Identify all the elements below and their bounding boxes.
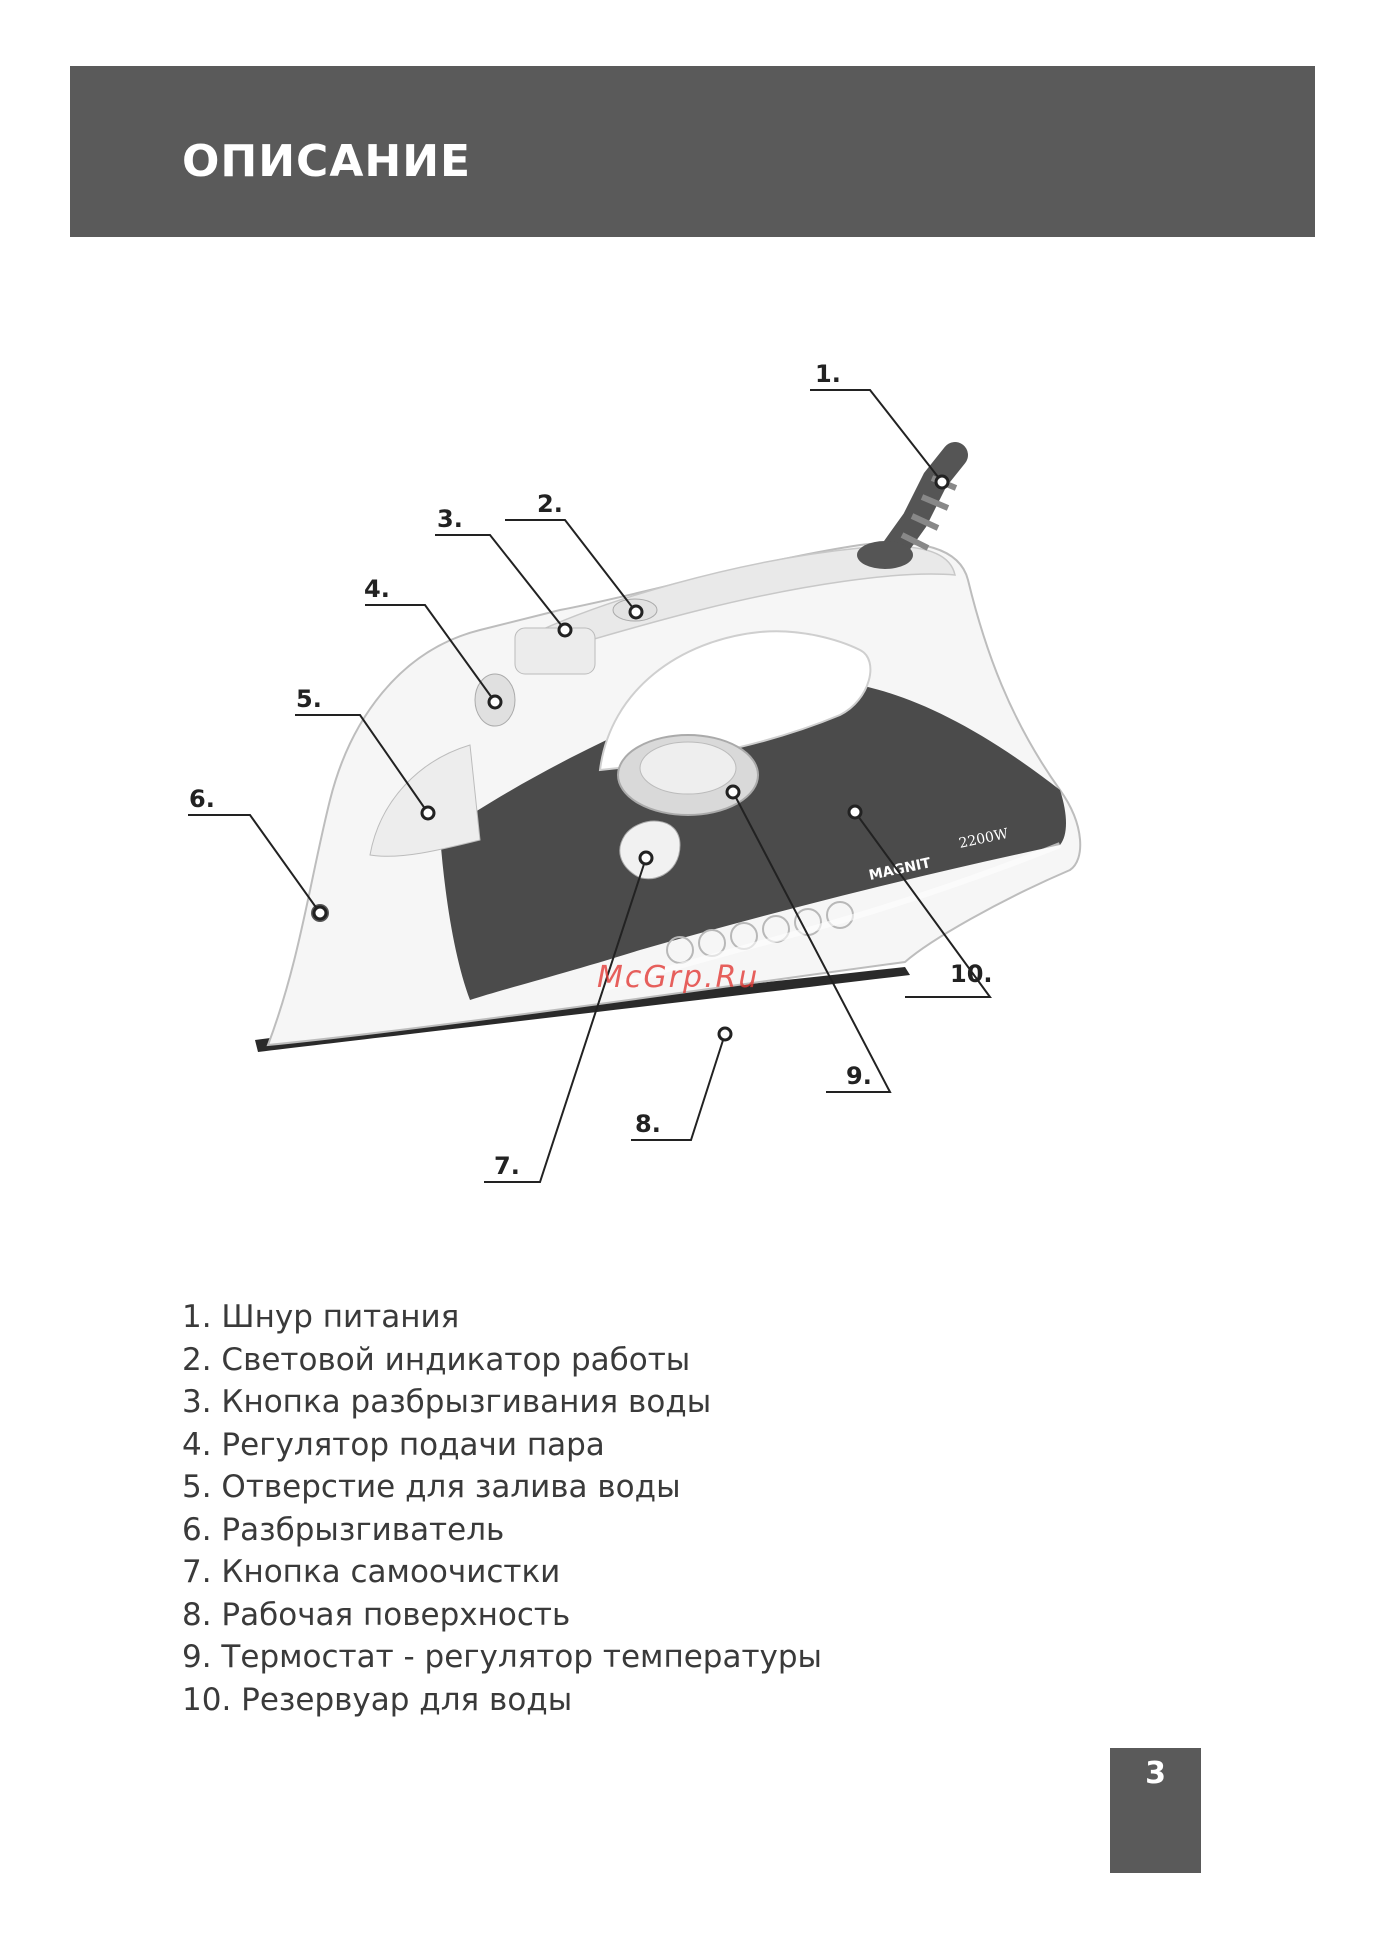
spray-button-shape [514, 627, 596, 675]
callout-10: 10. [950, 960, 993, 988]
legend-item: 4. Регулятор подачи пара [182, 1426, 605, 1463]
self-clean-button-shape [619, 820, 681, 880]
water-tank-stripe [599, 842, 1062, 993]
legend-item: 9. Термостат - регулятор температуры [182, 1639, 823, 1675]
handle-top [519, 545, 956, 661]
callout-1: 1. [815, 360, 841, 388]
callout-2: 2. [537, 490, 563, 518]
legend-item: 10. Резервуар для воды [182, 1681, 573, 1718]
legend-item: 2. Световой индикатор работы [182, 1341, 691, 1378]
iron-soleplate [255, 967, 910, 1052]
legend-item: 1. Шнур питания [182, 1299, 460, 1335]
water-inlet-shape [369, 744, 481, 857]
thermostat-dial-center [639, 741, 737, 795]
callout-4: 4. [364, 575, 390, 603]
callout-9: 9. [846, 1062, 872, 1090]
page-title: ОПИСАНИЕ [182, 136, 472, 187]
callout-lines [188, 389, 992, 1183]
iron-dark-panel [440, 679, 1066, 1000]
callout-8: 8. [635, 1110, 661, 1138]
legend-item: 7. Кнопка самоочистки [182, 1554, 561, 1590]
handle-opening [598, 630, 872, 772]
parts-legend: 1. Шнур питания 2. Световой индикатор ра… [182, 1296, 822, 1721]
legend-item: 5. Отверстие для залива воды [182, 1469, 681, 1505]
legend-item: 6. Разбрызгиватель [182, 1511, 505, 1548]
legend-item: 8. Рабочая поверхность [182, 1596, 571, 1633]
header-band: ОПИСАНИЕ [70, 66, 1315, 237]
callout-dots [312, 474, 950, 1042]
callout-7: 7. [494, 1152, 520, 1180]
callout-3: 3. [437, 505, 463, 533]
page-number: 3 [1110, 1748, 1201, 1873]
cord-protector-ribs [900, 475, 958, 551]
watermark: McGrp.Ru [597, 960, 759, 995]
callout-6: 6. [189, 785, 215, 813]
cord-base [857, 541, 913, 569]
callout-5: 5. [296, 685, 322, 713]
legend-item: 3. Кнопка разбрызгивания воды [182, 1384, 712, 1420]
